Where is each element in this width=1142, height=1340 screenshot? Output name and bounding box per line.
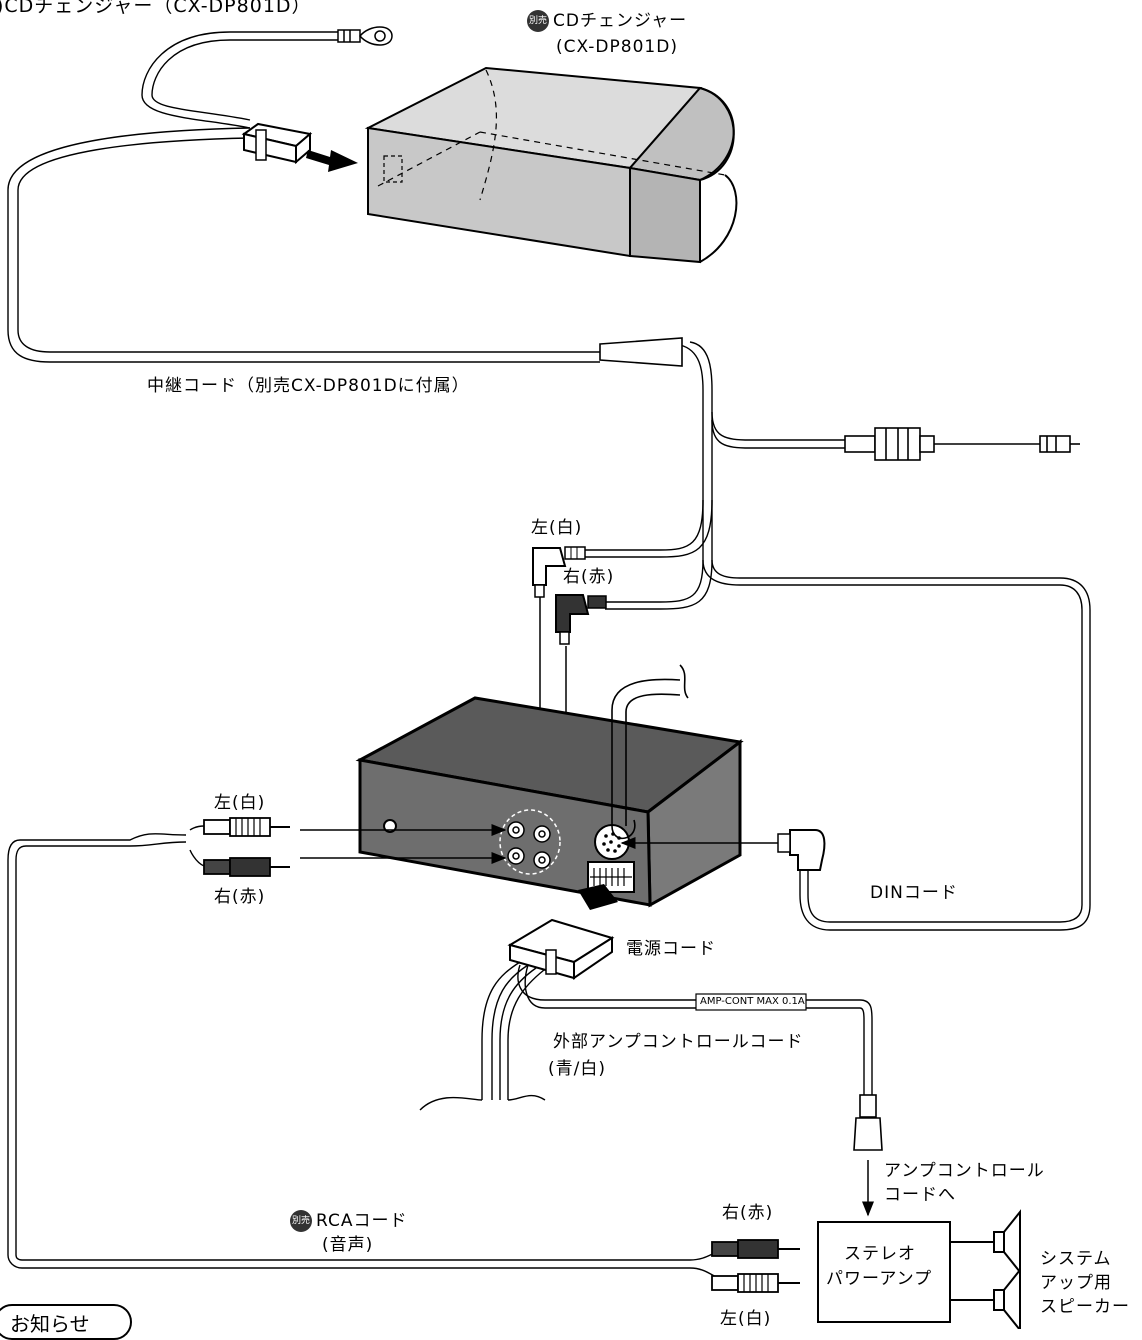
relay-connector (241, 122, 358, 172)
note-tab: お知らせ (0, 1304, 132, 1340)
changer-name: CDチェンジャー (553, 11, 688, 31)
din-plug-right (844, 427, 1080, 461)
amp-tag-label: AMP-CONT MAX 0.1A (700, 996, 805, 1007)
in-left-white-label: 左(白) (214, 793, 266, 813)
to-amp-control-label-2: コードへ (884, 1185, 956, 1205)
to-amp-control-label-1: アンプコントロール (884, 1161, 1045, 1181)
in-right-red-label: 右(赤) (214, 887, 266, 907)
rca-cord-name: RCAコード (316, 1211, 408, 1231)
amp-control-cord-label: 外部アンプコントロールコード (553, 1032, 804, 1052)
rca-output-plugs (711, 1239, 800, 1293)
stereo-amp-box (817, 1221, 951, 1323)
top-header: )CDチェンジャー（CX-DP801D） (0, 0, 312, 17)
ground-lug (337, 26, 393, 46)
stereo-amp-label-2: パワーアンプ (826, 1269, 933, 1289)
optional-badge-icon: 別売 (290, 1210, 312, 1232)
din-left-white-label: 左(白) (531, 518, 583, 538)
din-cord-label: DINコード (870, 883, 958, 903)
antenna-cord (611, 664, 689, 840)
out-right-red-label: 右(赤) (722, 1203, 774, 1223)
speakers-label-1: システム (1040, 1249, 1112, 1269)
speakers (950, 1209, 1021, 1329)
speakers-label-2: アップ用 (1040, 1273, 1112, 1293)
stereo-amp-label-1: ステレオ (844, 1244, 916, 1264)
out-left-white-label: 左(白) (720, 1309, 772, 1329)
main-unit (355, 696, 744, 908)
optional-badge-icon: 別売 (527, 10, 549, 32)
relay-cord-label: 中継コード（別売CX-DP801Dに付属） (147, 376, 470, 396)
power-cord-label: 電源コード (626, 939, 716, 959)
rca-input-plugs (7, 817, 736, 1283)
din-right-red-label: 右(赤) (563, 567, 615, 587)
relay-cord-sleeve (599, 337, 683, 367)
relay-cord (7, 31, 1091, 931)
din-plug-angle (620, 829, 826, 871)
amp-control-cord-color: (青/白) (548, 1059, 606, 1079)
amp-control-plug (853, 1094, 883, 1217)
rca-audio-label: (音声) (322, 1235, 374, 1255)
power-connector (419, 884, 873, 1111)
speakers-label-3: スピーカー (1040, 1297, 1130, 1317)
cd-changer (364, 66, 738, 264)
changer-model: (CX-DP801D) (556, 37, 678, 57)
